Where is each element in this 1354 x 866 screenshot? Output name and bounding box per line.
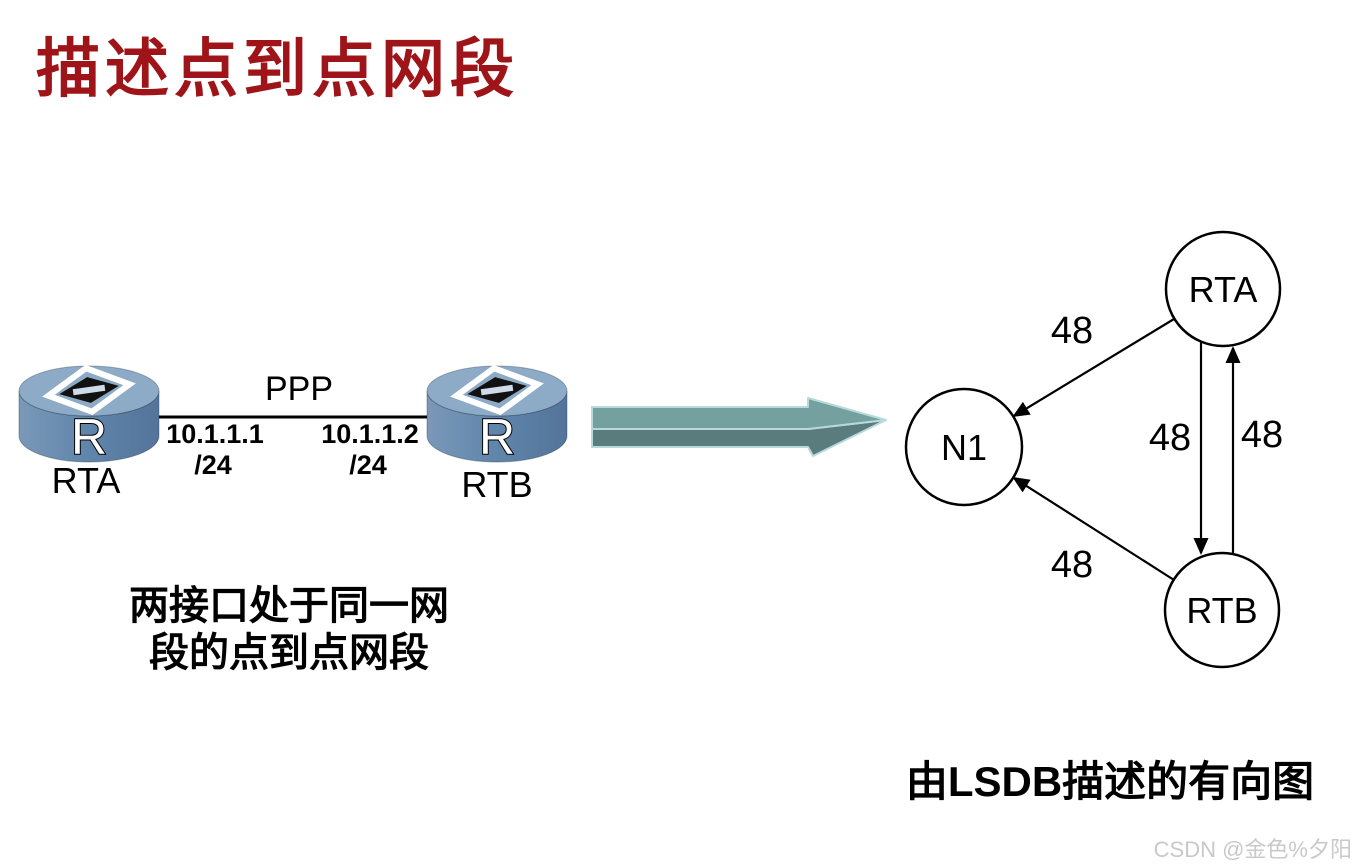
topology-diagram: R R PPP 10.1.1.1 /24 10.1.1.2 /24 RTA RT… — [18, 364, 568, 505]
link-protocol-label: PPP — [265, 370, 333, 408]
topology-caption: 两接口处于同一网 段的点到点网段 — [89, 583, 489, 677]
node-rtb-label: RTB — [1186, 590, 1257, 631]
rtb-interface-mask: /24 — [349, 450, 387, 480]
cost-rtb-rta: 48 — [1241, 414, 1283, 456]
node-n1-label: N1 — [941, 427, 987, 468]
arrow-top-face — [591, 397, 887, 430]
node-rta — [1164, 230, 1282, 348]
router-rta-name: RTA — [52, 460, 121, 501]
rtb-interface-ip: 10.1.1.2 — [321, 419, 419, 449]
watermark-text: CSDN @金色%夕阳 — [1153, 837, 1352, 862]
node-rta-label: RTA — [1189, 269, 1258, 310]
node-n1 — [904, 387, 1024, 507]
router-diamond-icon — [450, 364, 544, 416]
page-title: 描述点到点网段 — [36, 33, 519, 105]
router-rtb-icon: R — [426, 364, 568, 466]
topology-caption-line2: 段的点到点网段 — [149, 631, 429, 676]
cost-rta-rtb: 48 — [1149, 417, 1191, 459]
rta-interface-mask: /24 — [194, 450, 232, 480]
node-rtb — [1163, 551, 1281, 669]
router-diamond-icon — [42, 364, 136, 416]
lsdb-directed-graph: 48 48 48 48 N1 RTA RTB — [904, 230, 1283, 669]
edge-rtb-to-n1 — [1012, 476, 1175, 581]
topology-caption-line1: 两接口处于同一网 — [129, 584, 449, 628]
transform-arrow-icon — [591, 397, 887, 457]
router-letter: R — [71, 409, 107, 465]
cost-rtb-n1: 48 — [1051, 544, 1093, 586]
graph-caption: 由LSDB描述的有向图 — [905, 758, 1315, 805]
edge-rta-to-n1 — [1012, 318, 1175, 418]
router-rtb-name: RTB — [461, 464, 532, 505]
rta-interface-ip: 10.1.1.1 — [166, 419, 264, 449]
router-letter: R — [479, 409, 515, 465]
router-rta-icon: R — [18, 364, 160, 466]
cost-rta-n1: 48 — [1051, 310, 1093, 352]
